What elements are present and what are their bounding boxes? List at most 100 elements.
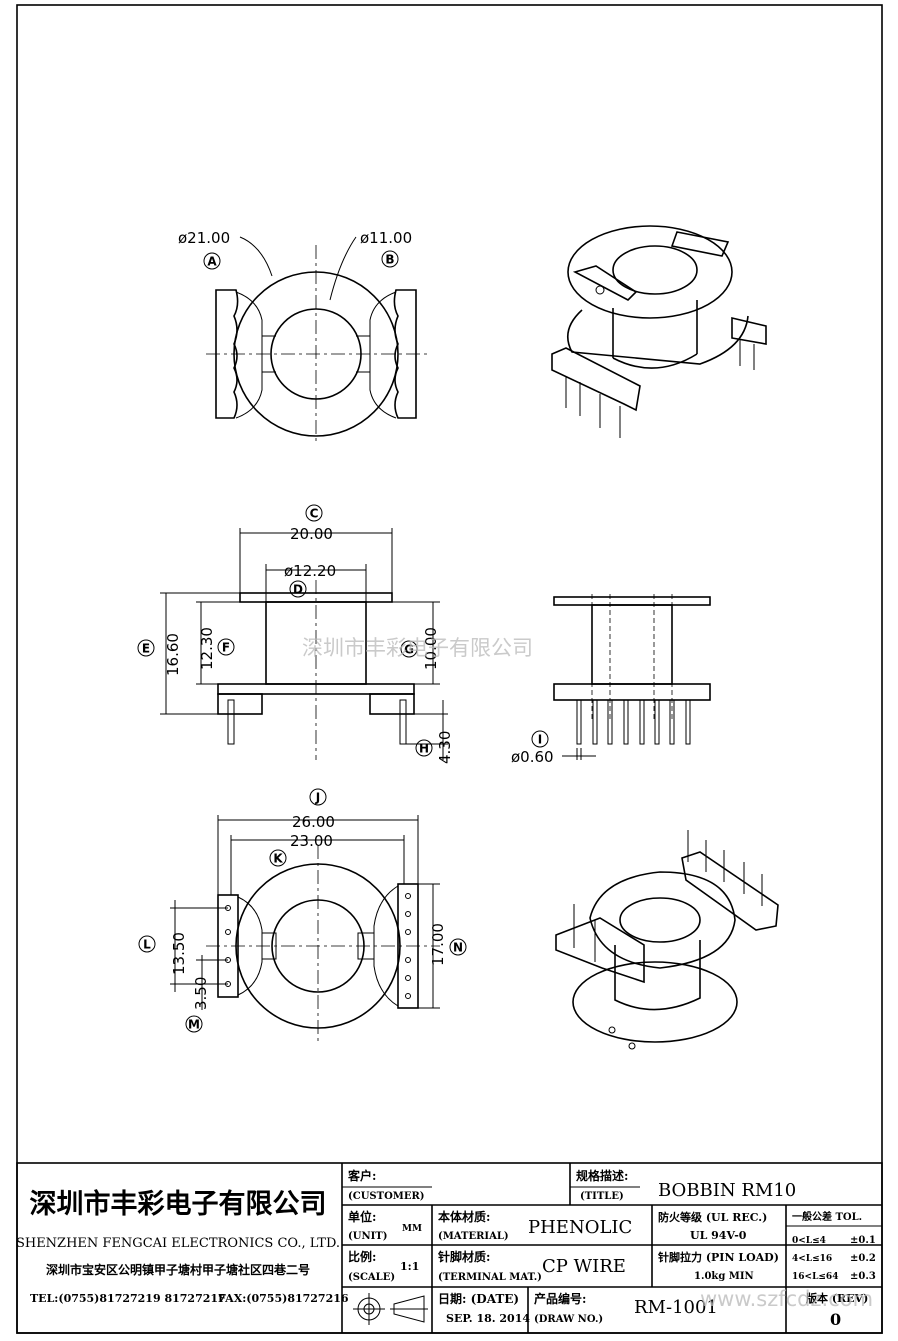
callout-m-label: M [188,1018,200,1032]
scale-label-en: (SCALE) [348,1272,395,1283]
scale-value: 1:1 [400,1260,419,1273]
dim-m-text: 3.50 [192,977,210,1010]
unit-value: MM [402,1224,422,1234]
tol-range-2: 4<L≤16 [792,1254,832,1264]
iso-top-flange [567,225,733,319]
front-view: ø0.60 I [511,594,711,766]
tol-value-2: ±0.2 [850,1253,876,1264]
iso-bottom-flange [566,309,749,365]
company-name-en: SHENZHEN FENGCAI ELECTRONICS CO., LTD. [16,1236,340,1251]
callout-e-label: E [142,642,150,656]
unit-label-cn: 单位: [348,1209,376,1224]
front-core [591,604,673,685]
date-label: 日期: (DATE) [438,1291,519,1306]
dim-k-text: 23.00 [290,832,333,850]
dim-b-leader [329,236,357,301]
dim-l-text: 13.50 [170,932,188,975]
side-right-terminal [369,693,415,715]
iso-top-tab-left [572,265,638,301]
drawno-label-en: (DRAW NO.) [534,1314,603,1325]
iso-bottom-core [614,940,701,1011]
tol-value-1: ±0.1 [850,1235,876,1246]
dim-j-text: 26.00 [292,813,335,831]
front-bottom-flange [553,683,711,701]
front-pins [576,699,691,745]
customer-label-cn: 客户: [347,1168,376,1183]
front-top-flange [553,596,711,606]
side-view: 20.00 C ø12.20 D 16.60 E 12.30 F 10.00 G [137,504,454,764]
dim-a-text: ø21.00 [178,229,230,247]
company-tel: TEL:(0755)81727219 81727217 [30,1292,226,1305]
revision-label: 版本 (REV) [806,1291,868,1305]
iso-top-bore [612,245,698,295]
title-value: BOBBIN RM10 [658,1180,796,1201]
callout-f-label: F [222,641,230,655]
fire-rating-label: 防火等级 (UL REC.) [658,1210,767,1224]
company-name-cn: 深圳市丰彩电子有限公司 [30,1188,327,1220]
callout-d-label: D [293,583,303,597]
callout-h-label: H [419,742,429,756]
callout-a-circle [203,252,221,270]
callout-b-circle [381,250,399,268]
dim-g-text: 10.00 [422,627,440,670]
left-flange-slot [235,291,263,419]
iso-bottom-top-flange [589,871,736,969]
watermark-text: 深圳市丰彩电子有限公司 [302,636,533,660]
right-terminal-block [393,289,417,419]
title-label-cn: 规格描述: [576,1168,628,1183]
isometric-view-top [551,225,767,438]
material-label-cn: 本体材质: [438,1209,490,1224]
callout-j-label: J [315,791,320,805]
tol-range-1: 0<L≤4 [792,1236,826,1246]
dim-h-text: 4.30 [436,731,454,764]
isometric-view-bottom [555,830,779,1050]
drawno-label-cn: 产品编号: [534,1291,586,1306]
watermark-url: www.szfcdz.com [700,1287,873,1311]
callout-c-label: C [310,507,319,521]
pin-load-label: 针脚拉力 (PIN LOAD) [658,1250,779,1264]
fire-rating-value: UL 94V-0 [690,1229,747,1242]
material-value: PHENOLIC [528,1217,632,1238]
customer-label-en: (CUSTOMER) [348,1191,425,1202]
iso-top-core [612,353,698,369]
terminal-label-en: (TERMINAL MAT.) [438,1272,542,1283]
callout-n-label: N [453,941,463,955]
iso-terminal-block-right [731,316,767,345]
dim-f-text: 12.30 [198,627,216,670]
right-flange-slot [369,291,397,419]
top-view: ø21.00 ø11.00 A B [178,229,428,445]
dim-n-text: 17.00 [429,923,447,966]
revision-value: 0 [830,1310,841,1329]
dim-c-text: 20.00 [290,525,333,543]
dim-e-text: 16.60 [164,633,182,676]
iso-top-tab-right [670,231,730,257]
scale-label-cn: 比例: [348,1249,376,1264]
callout-k-label: K [273,852,283,866]
title-block [16,1162,883,1334]
unit-label-en: (UNIT) [348,1231,387,1242]
pin-load-value: 1.0kg MIN [694,1271,754,1282]
bottom-left-terminal [217,894,239,998]
callout-g-label: G [404,643,414,657]
title-label-en: (TITLE) [580,1191,624,1202]
material-label-en: (MATERIAL) [438,1231,509,1242]
tolerance-header: 一般公差 TOL. [792,1210,862,1223]
bottom-view: 26.00 J 23.00 K 13.50 L 3.50 M 17.00 N [138,788,467,1045]
company-address: 深圳市宝安区公明镇甲子塘村甲子塘社区四巷二号 [46,1262,310,1277]
dim-i-text: ø0.60 [511,748,554,766]
date-value: SEP. 18. 2014 [446,1312,530,1325]
bottom-right-terminal [397,883,419,1009]
iso-terminal-block-front [555,917,645,984]
terminal-value: CP WIRE [542,1256,626,1277]
dim-a-leader [239,236,273,277]
callout-a-label: A [207,255,217,269]
iso-terminal-block-left [551,347,641,412]
side-left-terminal [217,693,263,715]
drawno-value: RM-1001 [634,1297,718,1318]
tol-value-3: ±0.3 [850,1271,876,1282]
company-fax: FAX:(0755)81727216 [218,1292,349,1305]
tol-range-3: 16<L≤64 [792,1272,838,1282]
terminal-label-cn: 针脚材质: [438,1249,490,1264]
callout-i-label: I [538,733,542,747]
